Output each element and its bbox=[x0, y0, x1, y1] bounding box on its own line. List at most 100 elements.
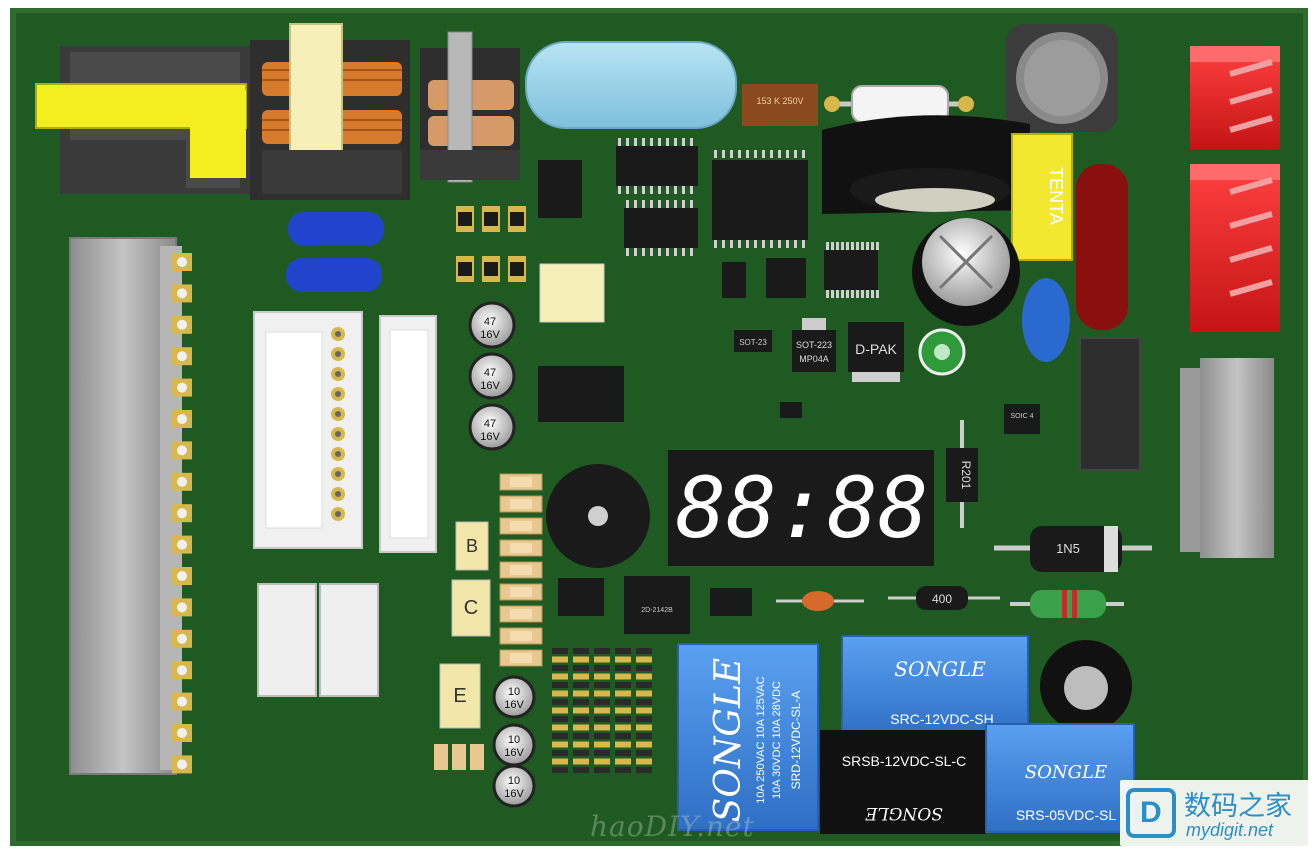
relay-srsb: SRSB-12VDC-SL-C SONGLE bbox=[820, 730, 986, 834]
smd-network-cell bbox=[573, 690, 589, 697]
smd-network-cell bbox=[615, 699, 631, 705]
ic-pin bbox=[738, 150, 741, 158]
smd-resistor-body bbox=[510, 499, 532, 509]
smd-network-cell bbox=[552, 707, 568, 714]
smd-network-cell bbox=[615, 690, 631, 697]
diode-1n5-label: 1N5 bbox=[1056, 541, 1080, 556]
ic-pin bbox=[802, 240, 805, 248]
ic-pin bbox=[802, 150, 805, 158]
smd-body bbox=[458, 262, 472, 276]
electrolytic-cap bbox=[492, 764, 536, 808]
red-connector-bottom bbox=[1190, 164, 1280, 332]
ic-pin bbox=[618, 186, 621, 194]
blue-capacitor-2 bbox=[286, 258, 382, 292]
smd-body bbox=[484, 262, 498, 276]
electrolytic-caps-47uf bbox=[468, 301, 516, 451]
dpak-label: D-PAK bbox=[855, 341, 897, 357]
relay-srd-model: SRD-12VDC-SL-A bbox=[789, 691, 803, 790]
cap-10-3-value: 10 bbox=[508, 775, 520, 787]
ic-pin bbox=[846, 242, 849, 250]
logo-mark-letter: D bbox=[1140, 796, 1162, 829]
black-component-right bbox=[1079, 337, 1141, 471]
ic-pin bbox=[650, 200, 653, 208]
smd-resistor-body bbox=[510, 587, 532, 597]
ic-pin bbox=[762, 150, 765, 158]
cap-10-3-voltage: 16V bbox=[504, 788, 524, 800]
relay-src-brand: SONGLE bbox=[894, 657, 986, 681]
ic-pin bbox=[658, 186, 661, 194]
ic-pin bbox=[786, 240, 789, 248]
ic-pin bbox=[762, 240, 765, 248]
ic-pin bbox=[738, 240, 741, 248]
connector-hole bbox=[335, 411, 341, 417]
film-capacitor-brown: 153 K 250V bbox=[742, 84, 818, 126]
ic-pin bbox=[674, 248, 677, 256]
ic-pin bbox=[856, 290, 859, 298]
sot23-label: SOT-23 bbox=[739, 338, 767, 347]
ic-pin bbox=[634, 248, 637, 256]
header-pin bbox=[177, 759, 187, 770]
header-pin bbox=[177, 476, 187, 487]
ic-pin bbox=[714, 150, 717, 158]
ic-pin bbox=[876, 290, 879, 298]
connector-hole bbox=[335, 491, 341, 497]
smd-network-cell bbox=[594, 690, 610, 697]
ic-pin bbox=[861, 290, 864, 298]
smd-network-cell bbox=[594, 665, 610, 671]
ic-pin bbox=[666, 200, 669, 208]
ic-pin bbox=[666, 138, 669, 146]
logo-url-text: mydigit.net bbox=[1186, 820, 1274, 840]
header-pin bbox=[177, 257, 187, 267]
relay-srd-brand: SONGLE bbox=[708, 658, 749, 823]
ic-pin bbox=[871, 290, 874, 298]
smd-resistor-network bbox=[552, 648, 652, 773]
ic-chips-top bbox=[616, 146, 878, 298]
smd-network-cell bbox=[636, 682, 652, 688]
sma-diodes: 2D-2142B bbox=[558, 576, 752, 634]
ic-pin bbox=[674, 200, 677, 208]
fuse bbox=[824, 85, 974, 123]
smd-network-cell bbox=[594, 716, 610, 722]
relay-srs: SONGLE SRS-05VDC-SL bbox=[985, 723, 1135, 833]
smd-network-cell bbox=[636, 741, 652, 748]
relay-srsb-brand: SONGLE bbox=[865, 803, 943, 823]
smd-network-cell bbox=[552, 724, 568, 731]
smd-network-cell bbox=[552, 648, 568, 654]
sot223-label: SOT-223 bbox=[796, 340, 832, 350]
ic-pin bbox=[682, 138, 685, 146]
header-pin bbox=[177, 633, 187, 644]
ic-pin bbox=[618, 138, 621, 146]
ic-pin bbox=[666, 186, 669, 194]
left-header-pads bbox=[172, 253, 192, 774]
smd-network-cell bbox=[636, 707, 652, 714]
left-pin-header bbox=[69, 237, 182, 775]
sot223-part: MP04A bbox=[799, 354, 829, 364]
ic-pin bbox=[856, 242, 859, 250]
header-pin bbox=[177, 445, 187, 456]
smd-body bbox=[510, 212, 524, 226]
smd-network-cell bbox=[594, 682, 610, 688]
ic-pin bbox=[658, 200, 661, 208]
smd-network-cell bbox=[552, 656, 568, 663]
ic-pin bbox=[642, 248, 645, 256]
smd-network-cell bbox=[594, 656, 610, 663]
ic-pin bbox=[674, 138, 677, 146]
tantalum-cap-b: B bbox=[455, 521, 489, 571]
ic-pin bbox=[650, 186, 653, 194]
ic-pin bbox=[650, 248, 653, 256]
smd-network-cell bbox=[594, 750, 610, 756]
cap-47-2-voltage: 16V bbox=[480, 380, 500, 392]
tantalum-c-label: C bbox=[464, 597, 478, 619]
ic-pin bbox=[722, 150, 725, 158]
ic-pin bbox=[642, 138, 645, 146]
cap-47-2-value: 47 bbox=[484, 367, 496, 379]
resistor-r201-label: R201 bbox=[959, 461, 973, 490]
ic-pin bbox=[658, 248, 661, 256]
ic-pin bbox=[658, 138, 661, 146]
ic-pin bbox=[690, 186, 693, 194]
ic-pin bbox=[826, 242, 829, 250]
smd-network-cell bbox=[636, 699, 652, 705]
smd-network-cell bbox=[636, 733, 652, 739]
connector-hole bbox=[335, 431, 341, 437]
electrolytic-capacitor-black bbox=[1040, 640, 1132, 732]
